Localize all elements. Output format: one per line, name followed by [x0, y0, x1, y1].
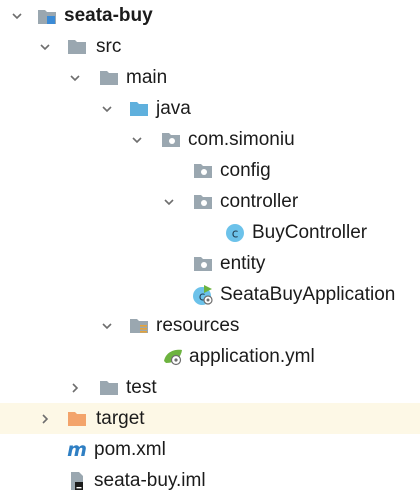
tree-node-label: target — [96, 408, 145, 429]
tree-node-label: resources — [156, 315, 240, 336]
tree-node-com-simoniu[interactable]: com.simoniu — [0, 124, 420, 155]
spring-boot-class-icon: c — [192, 279, 214, 310]
tree-node-label: main — [126, 67, 168, 88]
module-folder-icon — [36, 0, 58, 31]
tree-node-target[interactable]: target — [0, 403, 420, 434]
tree-node-label: src — [96, 36, 122, 57]
tree-node-label: seata-buy.iml — [94, 470, 206, 491]
chevron-down-icon[interactable] — [8, 0, 26, 31]
tree-node-java[interactable]: java — [0, 93, 420, 124]
tree-node-main[interactable]: main — [0, 62, 420, 93]
source-folder-icon — [128, 93, 150, 124]
tree-node-label: BuyController — [252, 222, 368, 243]
package-icon — [192, 155, 214, 186]
package-icon — [160, 124, 182, 155]
tree-node-pom-xml[interactable]: m pom.xml — [0, 434, 420, 465]
package-icon — [192, 248, 214, 279]
chevron-right-icon[interactable] — [66, 372, 84, 403]
tree-node-entity[interactable]: entity — [0, 248, 420, 279]
chevron-down-icon[interactable] — [98, 93, 116, 124]
tree-node-label: controller — [220, 191, 299, 212]
tree-node-seata-buy-iml[interactable]: seata-buy.iml — [0, 465, 420, 496]
chevron-down-icon[interactable] — [98, 310, 116, 341]
tree-node-label: test — [126, 377, 157, 398]
svg-text:m: m — [67, 440, 87, 460]
tree-node-label: com.simoniu — [188, 129, 295, 150]
tree-node-buycontroller[interactable]: c BuyController — [0, 217, 420, 248]
java-class-icon: c — [224, 217, 246, 248]
tree-node-label: pom.xml — [94, 439, 166, 460]
tree-node-label: SeataBuyApplication — [220, 284, 396, 305]
spring-yml-icon — [162, 341, 184, 372]
chevron-down-icon[interactable] — [160, 186, 178, 217]
folder-icon — [98, 372, 120, 403]
chevron-right-icon[interactable] — [36, 403, 54, 434]
tree-node-label: entity — [220, 253, 266, 274]
chevron-down-icon[interactable] — [36, 31, 54, 62]
tree-node-resources[interactable]: resources — [0, 310, 420, 341]
tree-node-controller[interactable]: controller — [0, 186, 420, 217]
iml-file-icon — [66, 465, 88, 496]
svg-text:c: c — [232, 226, 239, 240]
package-icon — [192, 186, 214, 217]
folder-icon — [66, 31, 88, 62]
tree-node-test[interactable]: test — [0, 372, 420, 403]
tree-node-config[interactable]: config — [0, 155, 420, 186]
chevron-down-icon[interactable] — [128, 124, 146, 155]
tree-node-label: config — [220, 160, 271, 181]
excluded-folder-icon — [66, 403, 88, 434]
maven-icon: m — [66, 434, 88, 465]
folder-icon — [98, 62, 120, 93]
tree-node-seata-buy[interactable]: seata-buy — [0, 0, 420, 31]
tree-node-label: java — [156, 98, 191, 119]
chevron-down-icon[interactable] — [66, 62, 84, 93]
tree-node-label: application.yml — [189, 346, 315, 367]
tree-node-label: seata-buy — [64, 5, 153, 26]
resources-folder-icon — [128, 310, 150, 341]
tree-node-src[interactable]: src — [0, 31, 420, 62]
tree-node-application-yml[interactable]: application.yml — [0, 341, 420, 372]
svg-text:c: c — [199, 289, 206, 303]
tree-node-seatabuyapplication[interactable]: c SeataBuyApplication — [0, 279, 420, 310]
